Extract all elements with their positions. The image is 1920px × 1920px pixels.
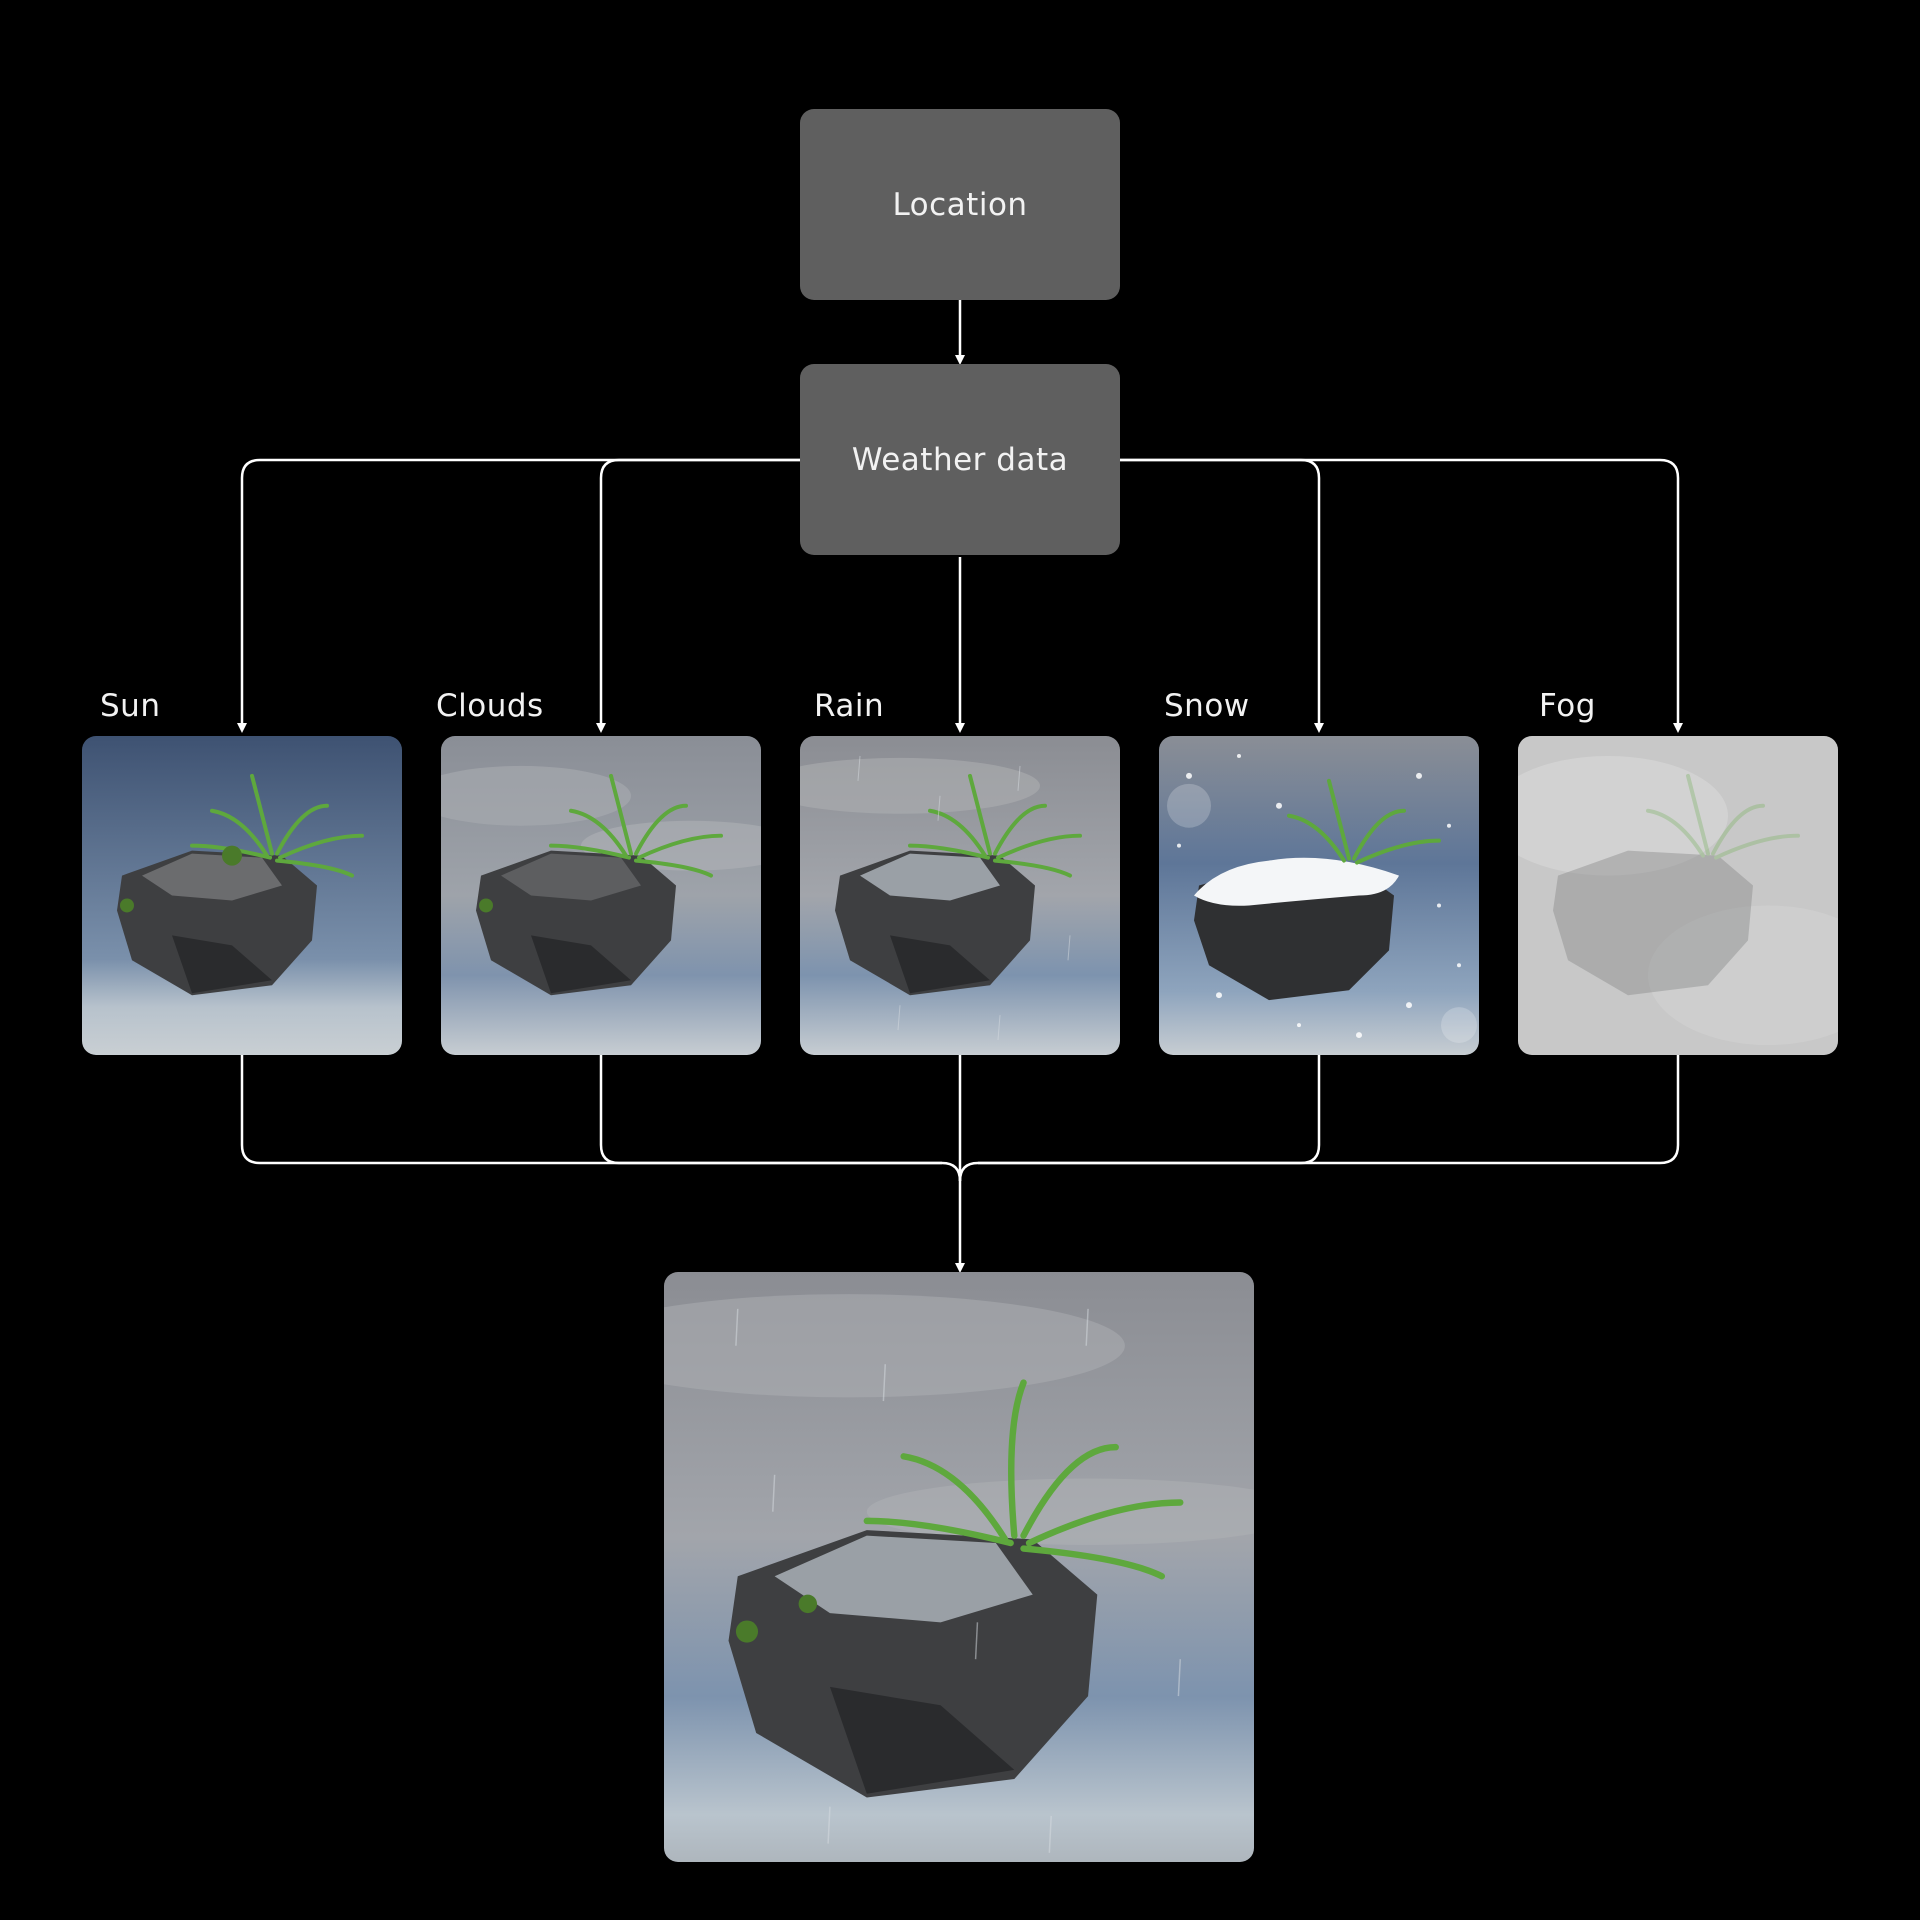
sun-panel (82, 736, 402, 1055)
rain-label: Rain (814, 688, 885, 724)
arrow-weather-to-fog (1120, 458, 1683, 733)
arrow-weather-to-clouds (596, 458, 800, 733)
arrow-weather-to-sun (237, 458, 800, 733)
line-sun-to-merge (240, 1055, 942, 1165)
fog-scene-icon (1518, 736, 1838, 1055)
rain-panel (800, 736, 1120, 1055)
merge-curve-right (958, 1161, 979, 1182)
location-label: Location (892, 186, 1028, 223)
location-node: Location (800, 109, 1120, 300)
clouds-label: Clouds (436, 688, 544, 724)
rain-scene-icon (800, 736, 1120, 1055)
weather-data-node: Weather data (800, 364, 1120, 555)
line-snow-to-merge (978, 1055, 1321, 1165)
line-fog-to-merge (978, 1055, 1680, 1165)
sun-scene-icon (82, 736, 402, 1055)
weather-data-label: Weather data (851, 441, 1069, 478)
snow-panel (1159, 736, 1479, 1055)
line-clouds-to-merge (599, 1055, 942, 1165)
snow-scene-icon (1159, 736, 1479, 1055)
clouds-scene-icon (441, 736, 761, 1055)
rain-scene-output-icon (664, 1272, 1254, 1862)
fog-label: Fog (1539, 688, 1596, 724)
sun-label: Sun (100, 688, 161, 724)
merge-curve-left (941, 1161, 962, 1182)
snow-label: Snow (1164, 688, 1250, 724)
fog-panel (1518, 736, 1838, 1055)
clouds-panel (441, 736, 761, 1055)
output-panel (664, 1272, 1254, 1862)
